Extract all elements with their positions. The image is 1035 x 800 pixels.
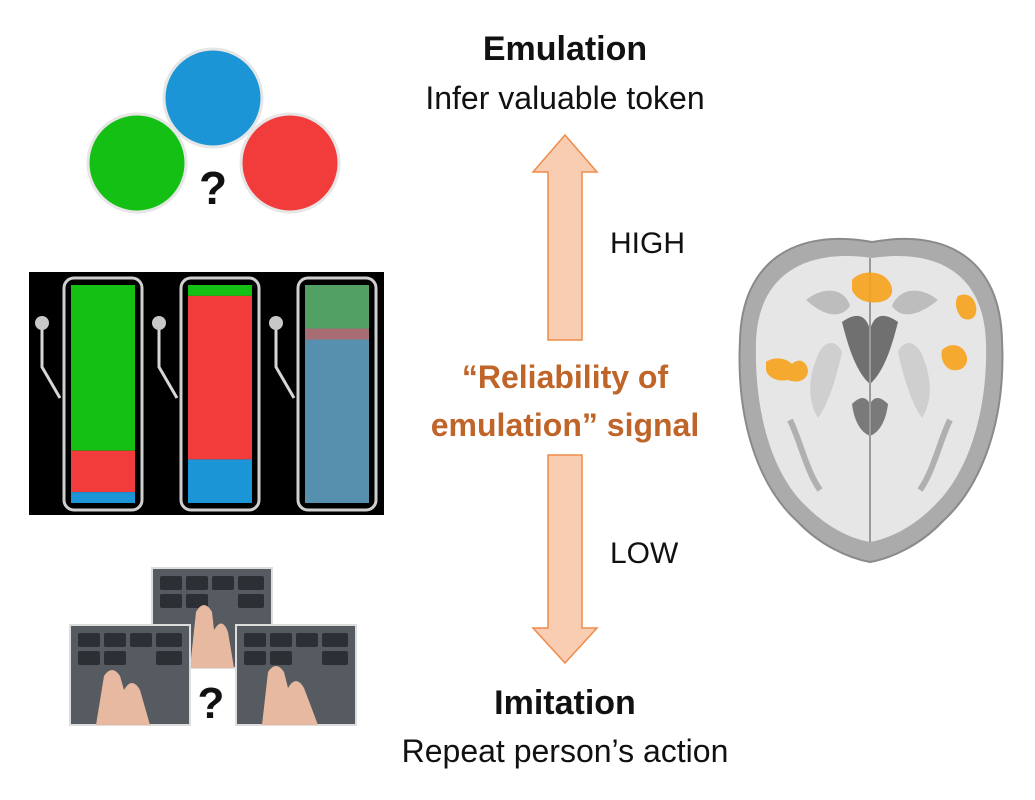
reliability-double-arrow: [531, 133, 599, 665]
hands-question-mark: ?: [198, 679, 225, 728]
slot-bar-green: [188, 285, 252, 296]
slot-bar-blue: [71, 492, 135, 503]
slot-machine-3: [269, 276, 378, 512]
slot-machine-lever: [40, 325, 62, 399]
reliability-signal-line2: emulation” signal: [430, 407, 700, 443]
slot-machine-lever: [157, 325, 179, 399]
hand-photos: ?: [69, 567, 357, 728]
slot-machine-lever: [274, 325, 296, 399]
hand-photo-left: [69, 624, 191, 726]
slot-machine-lever-knob: [152, 316, 166, 330]
token-group: ?: [86, 47, 341, 214]
up-arrow-icon: [531, 133, 599, 341]
red-token: [239, 112, 341, 214]
slot-machine-frame: [296, 276, 378, 512]
slot-bar-red: [71, 450, 135, 493]
green-token: [86, 112, 188, 214]
reliability-signal-line1: “Reliability of: [461, 359, 669, 395]
brain-scan: [738, 237, 1004, 564]
slot-machine-frame: [179, 276, 261, 512]
slot-machine-2: [152, 276, 261, 512]
emulation-title: Emulation: [482, 30, 648, 68]
slot-bar-green: [71, 285, 135, 451]
slot-machine-1: [35, 276, 144, 512]
slot-bar-red: [188, 295, 252, 460]
emulation-subtitle: Infer valuable token: [425, 80, 705, 116]
imitation-subtitle: Repeat person’s action: [401, 733, 729, 769]
slot-dim-overlay: [305, 285, 369, 503]
slot-machines-panel: [29, 272, 384, 515]
token-question-mark: ?: [199, 162, 227, 214]
imitation-title: Imitation: [494, 684, 636, 722]
slot-machine-frame: [62, 276, 144, 512]
slot-machine-lever-knob: [269, 316, 283, 330]
blue-token: [162, 47, 264, 149]
hand-photo-right: [235, 624, 357, 726]
down-arrow-icon: [531, 454, 599, 665]
slot-bar-blue: [188, 459, 252, 503]
slot-machine-lever-knob: [35, 316, 49, 330]
high-label: HIGH: [610, 227, 685, 260]
activation-blobs: [766, 272, 977, 382]
low-label: LOW: [610, 537, 679, 570]
